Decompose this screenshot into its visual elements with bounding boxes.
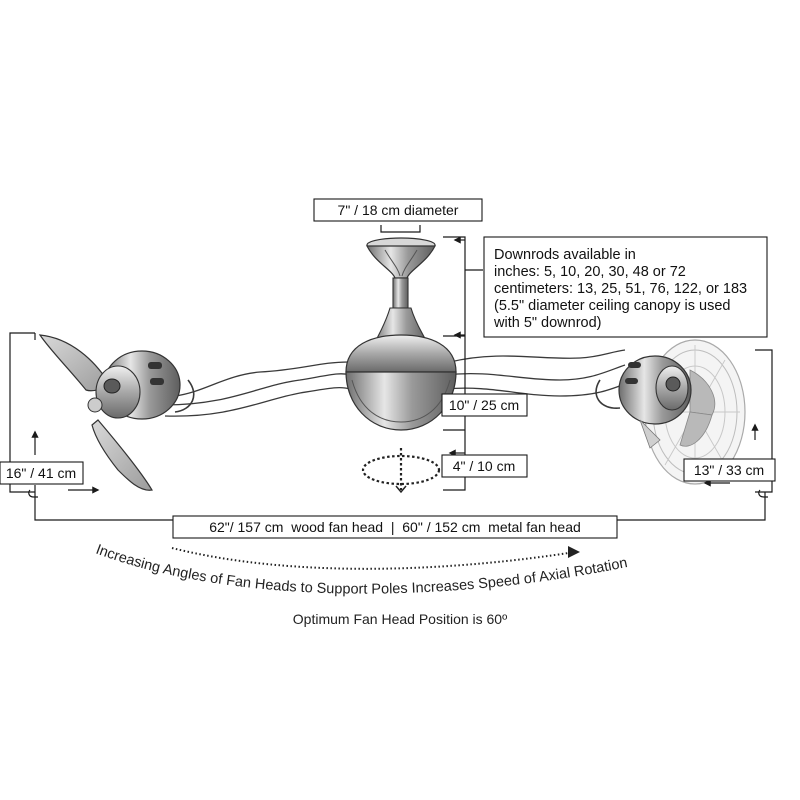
svg-text:10" / 25 cm: 10" / 25 cm [449,397,519,413]
svg-text:4" / 10 cm: 4" / 10 cm [453,458,516,474]
svg-text:16" / 41 cm: 16" / 41 cm [6,465,76,481]
fan-illustration [38,237,746,494]
svg-text:7" / 18 cm diameter: 7" / 18 cm diameter [338,202,459,218]
motor-housing [345,334,457,431]
optimum-position-text: Optimum Fan Head Position is 60º [293,611,507,627]
svg-text:62"/ 157 cm wood fan head |: 62"/ 157 cm wood fan head | 60" / 152 cm… [209,519,581,535]
support-arms [164,349,631,417]
label-right-head-height: 13" / 33 cm [683,458,776,482]
label-left-head-height: 16" / 41 cm [0,461,84,485]
label-canopy: 7" / 18 cm diameter [313,198,483,222]
right-fan-head [618,339,746,485]
rotation-speed-caption: Increasing Angles of Fan Heads to Suppor… [94,542,629,627]
label-body-height: 10" / 25 cm [441,393,528,417]
left-fan-head [38,334,181,491]
svg-text:Increasing Angles of Fan Heads: Increasing Angles of Fan Heads to Suppor… [94,542,629,598]
svg-text:Downrods available in in: Downrods available in inches: 5, 10, 20,… [493,247,751,331]
arc-caption-text: Increasing Angles of Fan Heads to Suppor… [94,542,629,598]
label-downrod-note: Downrods available in inches: 5, 10, 20,… [483,236,768,338]
label-rotation-height: 4" / 10 cm [441,454,528,478]
svg-text:13" / 33 cm: 13" / 33 cm [694,462,764,478]
ceiling-canopy [366,237,436,279]
label-overall-width: 62"/ 157 cm wood fan head | 60" / 152 cm… [172,515,618,539]
rotation-symbol [361,448,441,494]
